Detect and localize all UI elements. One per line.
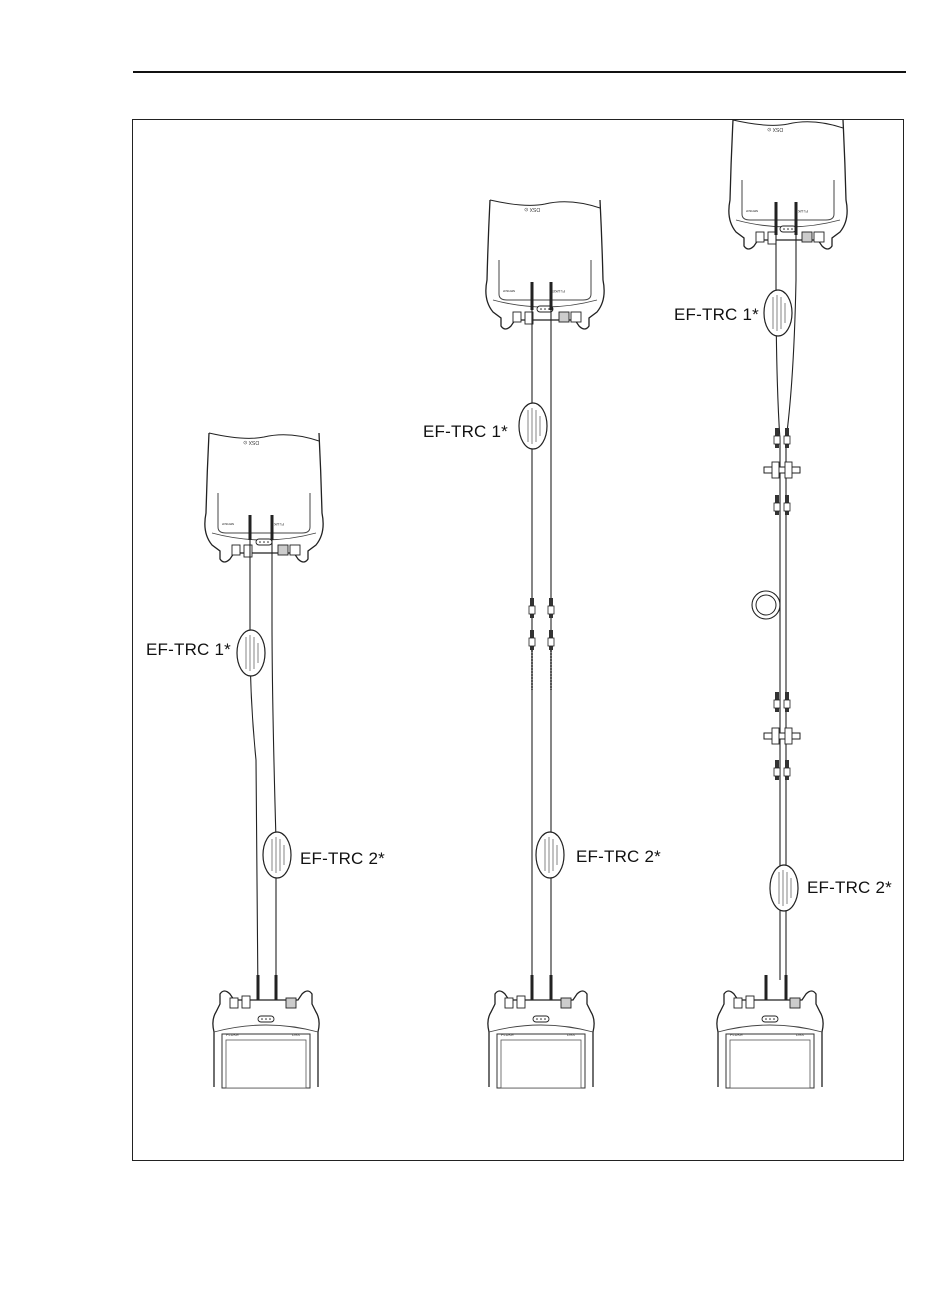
label-setup2-trc2: EF-TRC 2* — [576, 847, 661, 867]
label-setup2-trc1: EF-TRC 1* — [423, 422, 508, 442]
main-unit-2 — [488, 991, 594, 1088]
trc-oval-3-2 — [770, 865, 798, 911]
cord-1b — [272, 515, 276, 1000]
trc-oval-1-2 — [263, 832, 291, 878]
label-setup1-trc2: EF-TRC 2* — [300, 849, 385, 869]
trc-oval-2-2 — [536, 832, 564, 878]
adapter-3-2 — [764, 728, 800, 744]
main-unit-3 — [717, 991, 823, 1088]
adapter-3-1 — [764, 462, 800, 478]
trc-oval-2-1 — [519, 403, 547, 449]
label-setup3-trc1: EF-TRC 1* — [674, 305, 759, 325]
trc-oval-1-1 — [237, 630, 265, 676]
remote-unit-3 — [729, 120, 847, 249]
label-setup3-trc2: EF-TRC 2* — [807, 878, 892, 898]
main-unit-1 — [213, 991, 319, 1088]
remote-unit-1 — [205, 433, 323, 562]
trc-oval-3-1 — [764, 290, 792, 336]
setup-1 — [205, 433, 323, 1088]
setup-3 — [717, 120, 847, 1088]
cord-1a — [250, 515, 258, 1000]
remote-unit-2 — [486, 200, 604, 329]
setup-2 — [486, 200, 604, 1088]
label-setup1-trc1: EF-TRC 1* — [146, 640, 231, 660]
